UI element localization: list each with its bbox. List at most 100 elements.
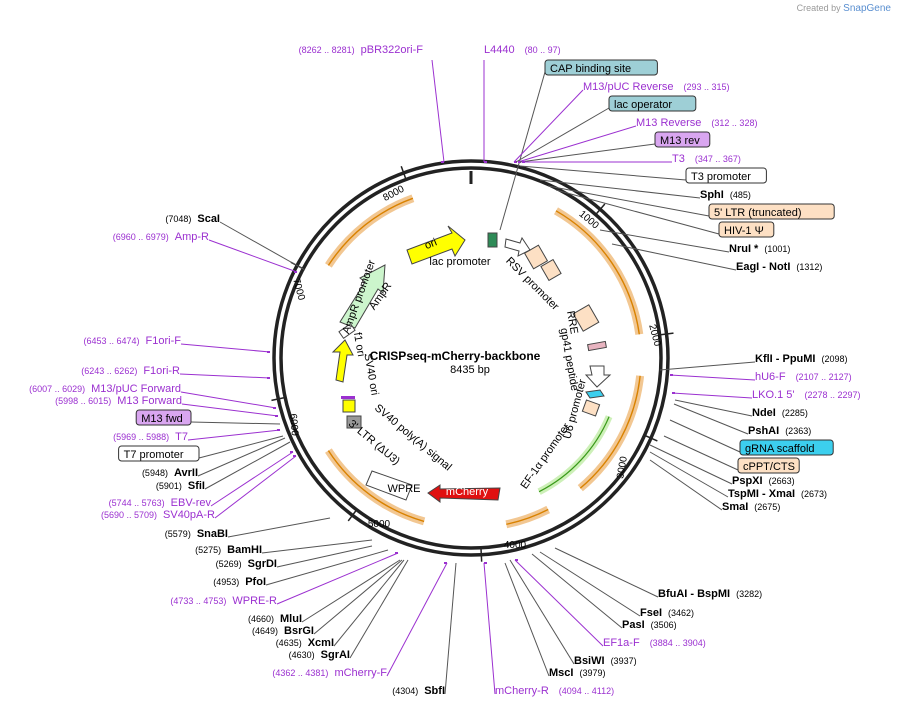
enzyme-text: BfuAI - BspMI(3282): [658, 588, 762, 600]
leader-m13-puc-reverse: [513, 89, 584, 163]
tick-label-3000: 3000: [615, 455, 630, 479]
label-sbfi: (4304)SbfI: [392, 685, 445, 697]
tick-mark: [271, 396, 286, 402]
label-msci: MscI(3979): [549, 667, 605, 679]
leader-m13-puc-forward: [180, 391, 277, 409]
primer-text: (6960 .. 6979)Amp-R: [113, 231, 209, 243]
label-box: [135, 409, 192, 426]
label-box: [654, 131, 711, 148]
feature-rsv-promoter: [504, 236, 531, 257]
leader-m13-rev: [519, 143, 656, 163]
backbone-inner-ring: [279, 166, 663, 550]
leader-bfuai-bspmi: [554, 547, 659, 598]
leader-snabi: [227, 517, 331, 538]
label-t7-promoter: T7 promoter: [118, 445, 200, 462]
feature-peach-box: [572, 304, 600, 332]
label-scai: (7048)ScaI: [165, 213, 220, 225]
label-sgrdi: (5269)SgrDI: [216, 558, 277, 570]
leader-t3-promoter: [519, 165, 687, 181]
enzyme-text: PasI(3506): [622, 619, 677, 631]
leader-m13-reverse: [517, 125, 637, 163]
label-box: [708, 203, 835, 220]
label-m13-reverse: M13 Reverse(312 .. 328): [636, 117, 757, 129]
label-bfuai-bspmi: BfuAI - BspMI(3282): [658, 588, 762, 600]
orf-arc-line: [579, 375, 641, 489]
enzyme-text: (5579)SnaBI: [165, 528, 228, 540]
leader-tspmi-xmai: [649, 451, 729, 498]
leader-bamhi: [261, 539, 373, 554]
leader-ndei: [674, 399, 753, 417]
label-sv40pa-r: (5690 .. 5709)SV40pA-R: [101, 509, 215, 521]
leader-5-ltr-truncated: [547, 185, 710, 217]
label-box: [737, 457, 800, 474]
inner-label-sv40-poly-a-signal: SV40 poly(A) signal: [372, 402, 454, 473]
label-text: M13 fwd: [141, 413, 183, 425]
label-5-ltr-truncated: 5' LTR (truncated): [708, 203, 835, 220]
leader-t7-promoter: [198, 435, 284, 459]
primer-text: (5998 .. 6015)M13 Forward: [55, 395, 182, 407]
primer-text: L4440(80 .. 97): [484, 44, 561, 56]
enzyme-text: (5275)BamHI: [195, 544, 262, 556]
enzyme-text: NruI *(1001): [729, 243, 790, 255]
feature-f1-ori: [331, 339, 354, 383]
label-sfii: (5901)SfiI: [156, 480, 205, 492]
leader-ebv-rev: [210, 451, 294, 507]
enzyme-text: (4649)BsrGI: [252, 625, 314, 637]
enzyme-text: (4953)PfoI: [213, 576, 266, 588]
label-lac-operator: lac operator: [608, 95, 697, 112]
label-ndei: NdeI(2285): [752, 407, 808, 419]
label-text: T3 promoter: [691, 171, 751, 183]
primer-text: hU6-F(2107 .. 2127): [755, 371, 852, 383]
leader-wpre-r: [276, 552, 399, 605]
feature-ampr: [339, 264, 386, 329]
tick-label-5000: 5000: [368, 519, 391, 530]
orf-arc: [505, 505, 551, 529]
feature-sv40-ori: [341, 396, 355, 399]
leader-amp-r: [208, 239, 298, 273]
label-box: [718, 221, 775, 238]
label-nrui: NruI *(1001): [729, 243, 790, 255]
label-amp-r: (6960 .. 6979)Amp-R: [113, 231, 209, 243]
credit-brand: SnapGene: [843, 3, 891, 14]
label-text: M13 rev: [660, 135, 700, 147]
feature-gp41: [587, 340, 607, 352]
leader-ef1a-f: [514, 559, 604, 647]
leader-hiv-1: [555, 189, 720, 235]
label-eagi-noti: EagI - NotI(1312): [736, 261, 822, 273]
label-f1ori-f: (6453 .. 6474)F1ori-F: [84, 335, 182, 347]
leader-pshai: [673, 403, 749, 435]
leader-nrui: [599, 229, 730, 253]
leader-sbfi: [444, 562, 457, 695]
leader-sv40pa-r: [214, 455, 297, 519]
primer-text: M13 Reverse(312 .. 328): [636, 117, 757, 129]
leader-mlui: [301, 559, 401, 623]
feature-peach-box: [523, 244, 549, 270]
enzyme-text: EagI - NotI(1312): [736, 261, 822, 273]
primer-text: (6007 .. 6029)M13/pUC Forward: [29, 383, 181, 395]
label-t7: (5969 .. 5988)T7: [113, 431, 188, 443]
label-m13-puc-forward: (6007 .. 6029)M13/pUC Forward: [29, 383, 181, 395]
leader-mcherry-f: [386, 562, 448, 677]
primer-text: (6453 .. 6474)F1ori-F: [84, 335, 182, 347]
leader-pspxi: [649, 444, 733, 485]
primer-text: (5969 .. 5988)T7: [113, 431, 188, 443]
label-text: cPPT/CTS: [743, 461, 795, 473]
enzyme-text: (7048)ScaI: [165, 213, 220, 225]
feature-ori: [406, 225, 466, 265]
leader-sgrdi: [276, 545, 373, 568]
label-t3: T3(347 .. 367): [672, 153, 741, 165]
label-ebv-rev: (5744 .. 5763)EBV-rev: [109, 497, 212, 509]
label-hu6-f: hU6-F(2107 .. 2127): [755, 371, 852, 383]
feature-glyphs: [331, 225, 613, 503]
enzyme-text: PspXI(2663): [732, 475, 795, 487]
leader-smai: [649, 459, 723, 511]
label-bamhi: (5275)BamHI: [195, 544, 262, 556]
label-sgrai: (4630)SgrAI: [289, 649, 350, 661]
label-m13-rev: M13 rev: [654, 131, 711, 148]
label-avrii: (5948)AvrII: [142, 467, 198, 479]
feature-mcherry: [427, 484, 501, 503]
primer-text: (4733 .. 4753)WPRE-R: [170, 595, 277, 607]
inner-label-ori: ori: [423, 236, 439, 252]
orf-arc-line: [327, 450, 425, 523]
leader-lko-1-5: [671, 392, 753, 399]
